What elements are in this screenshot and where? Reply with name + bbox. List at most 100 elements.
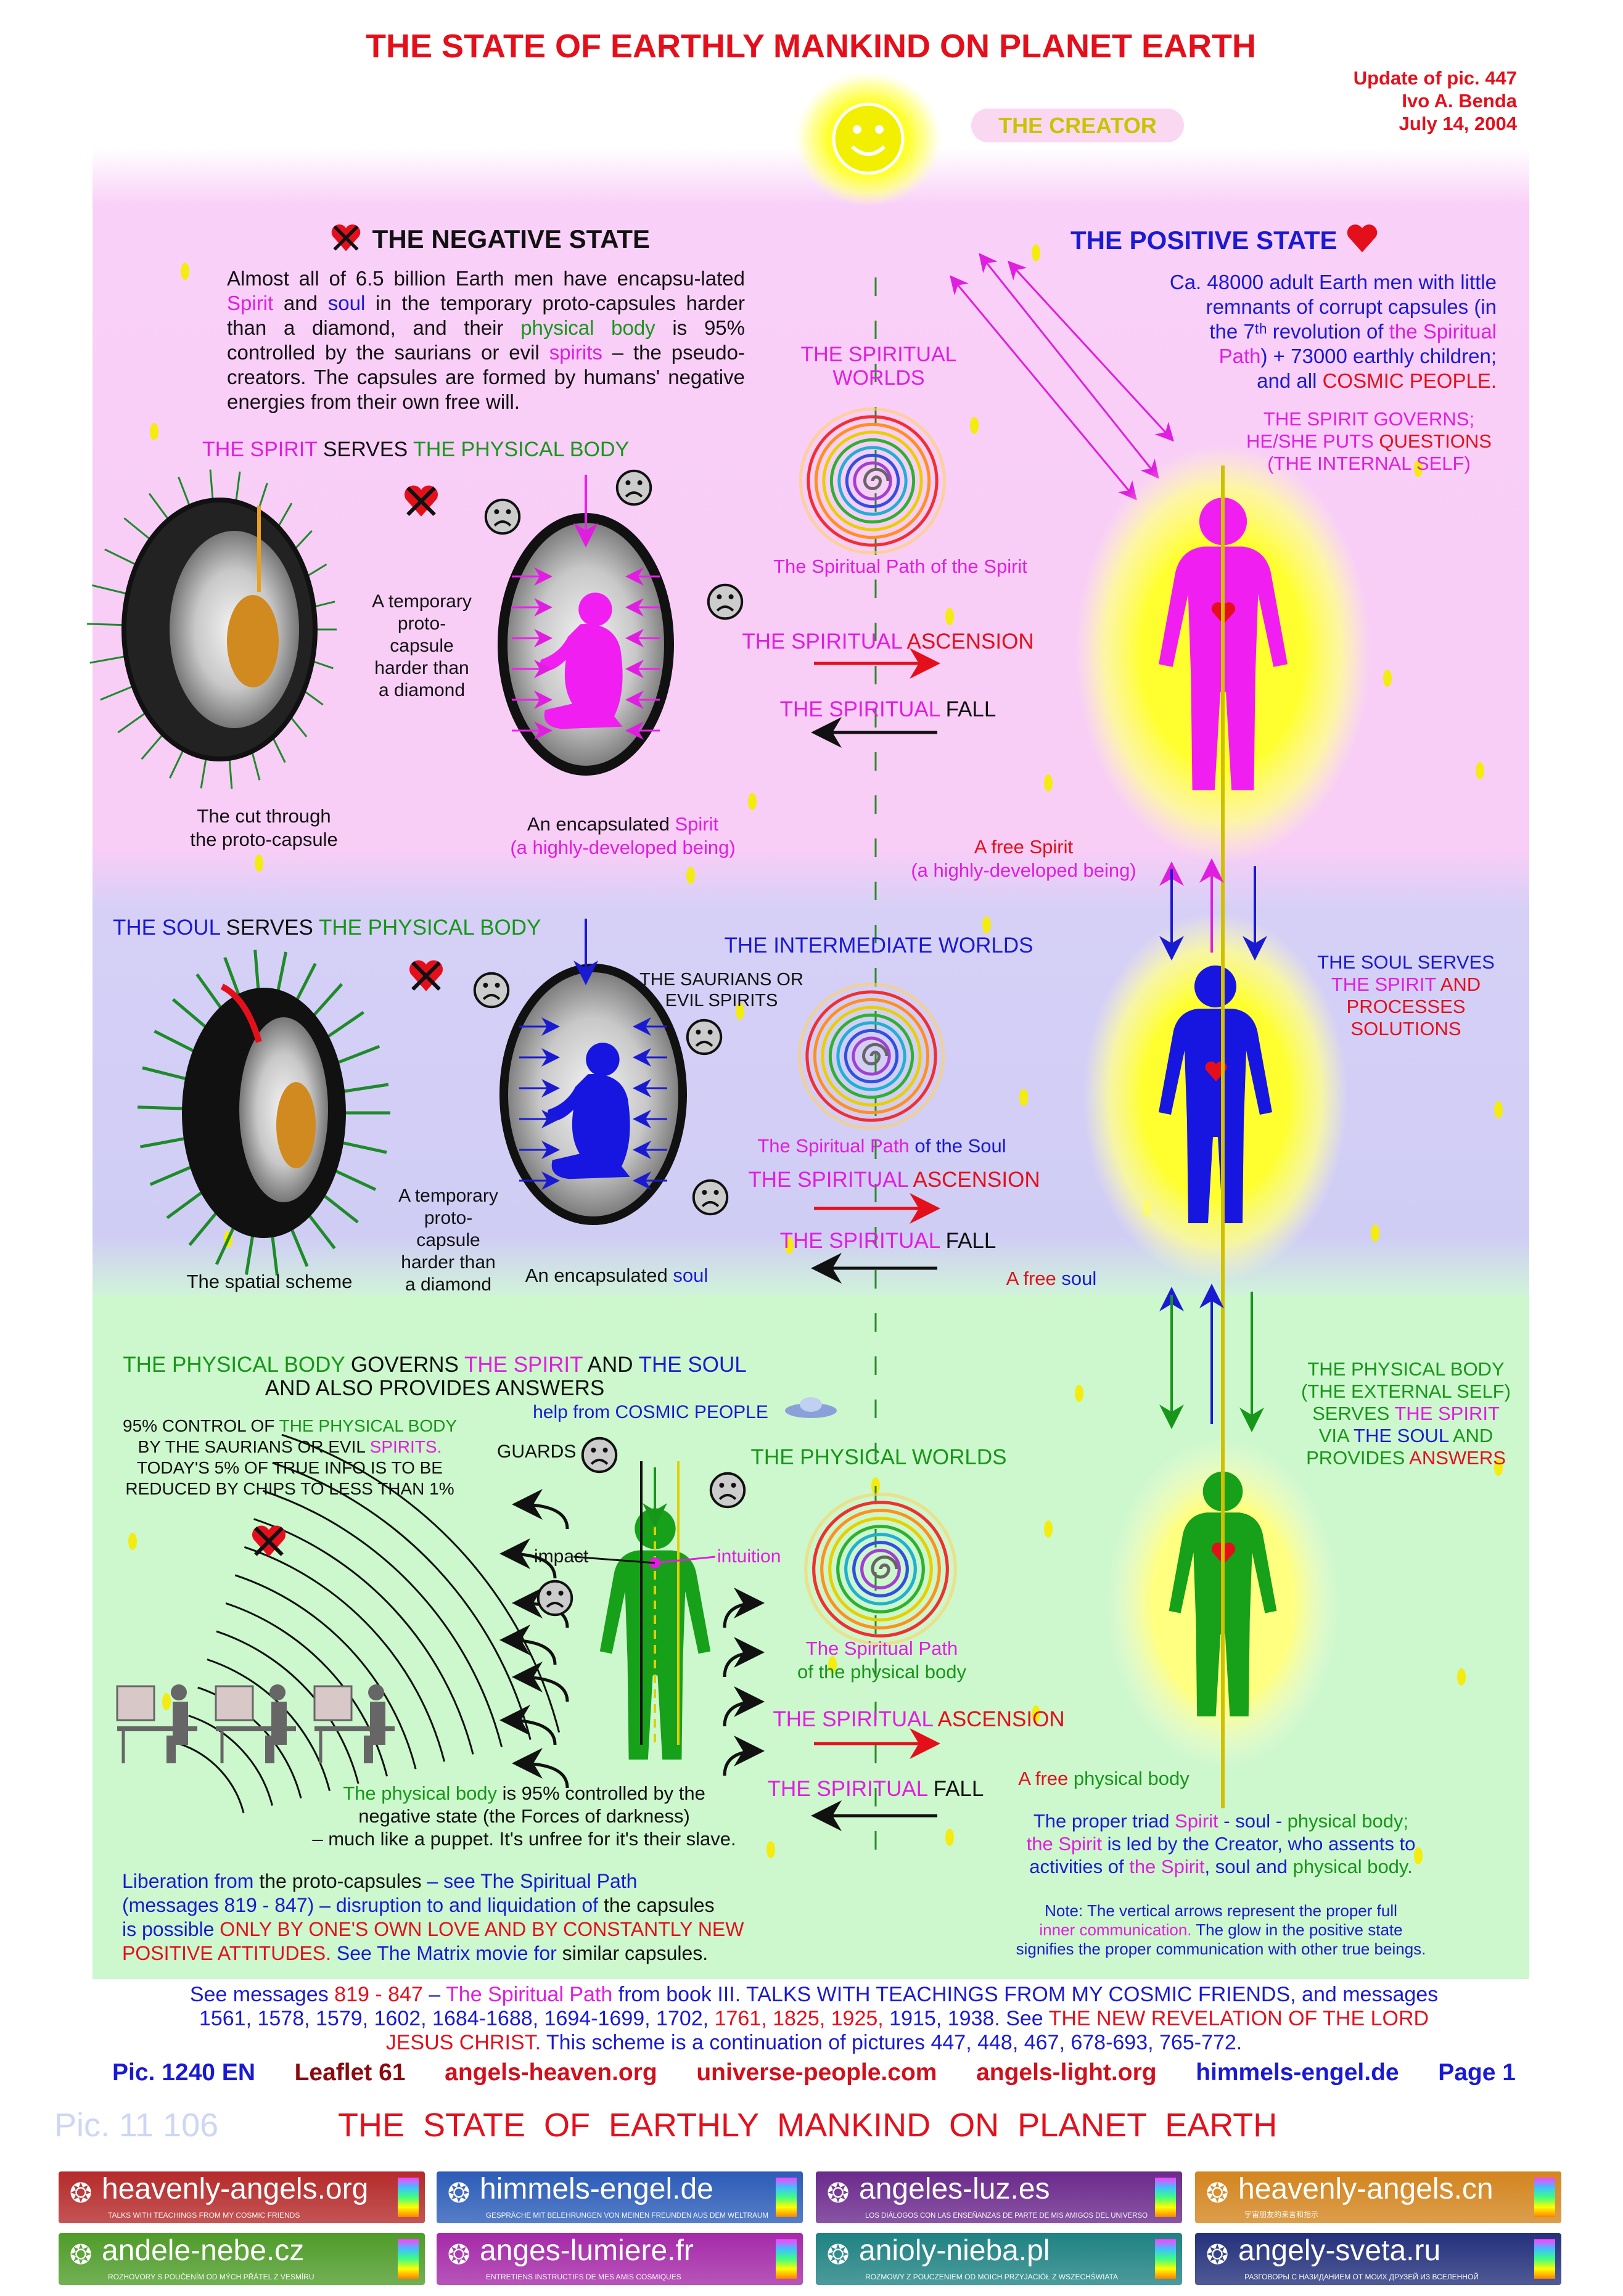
text-segment: Note: The vertical arrows represent the … bbox=[1045, 1901, 1397, 1920]
text-segment: THE PHYSICAL BODY bbox=[413, 438, 630, 461]
deflected-arrow-right bbox=[723, 1588, 765, 1628]
spike bbox=[188, 1209, 220, 1246]
text-segment: ASCENSION bbox=[906, 629, 1034, 654]
path-of-soul-label: The Spiritual Path of the Soul bbox=[709, 1134, 1054, 1158]
creator-sun-icon bbox=[794, 71, 942, 207]
spike bbox=[215, 1223, 237, 1265]
deflected-arrow-right bbox=[723, 1686, 765, 1727]
spike bbox=[149, 1164, 195, 1186]
text-segment: of the Soul bbox=[909, 1135, 1006, 1157]
crossed-heart-icon bbox=[252, 1526, 286, 1557]
deflected-arrow-right bbox=[723, 1736, 765, 1776]
text-segment: GOVERNS bbox=[345, 1353, 464, 1377]
text-segment: THE NEW REVELATION OF THE LORD JESUS CHR… bbox=[385, 2007, 1429, 2054]
text-segment: THE SPIRIT bbox=[464, 1353, 583, 1377]
soul-serves-spirit-label: THE SOUL SERVES THE SPIRIT AND PROCESSES… bbox=[1283, 951, 1529, 1040]
angel-logo-icon: ❂ bbox=[826, 2178, 850, 2208]
fall-label: THE SPIRITUAL FALL bbox=[691, 1777, 1061, 1801]
text-segment: AND PROVIDES bbox=[1306, 1425, 1494, 1469]
signal-waves bbox=[178, 1433, 561, 1813]
signal-wave bbox=[207, 1658, 331, 1792]
angel-logo-icon: ❂ bbox=[447, 2240, 470, 2270]
monitor bbox=[313, 1685, 353, 1721]
liberation-paragraph: Liberation from the proto-capsules – see… bbox=[122, 1869, 837, 1966]
spike bbox=[305, 1212, 336, 1250]
yellow-drop bbox=[128, 1533, 137, 1550]
text-segment: is 95% controlled by the saurians or evi… bbox=[227, 316, 746, 364]
text-segment: ANSWERS bbox=[1409, 1447, 1506, 1469]
text-segment: 1761, 1825, 1925, bbox=[714, 2007, 884, 2030]
text-segment: THE SPIRITUAL bbox=[773, 1707, 938, 1731]
spike bbox=[89, 655, 129, 664]
text-segment: See messages bbox=[189, 1983, 335, 2006]
spike bbox=[276, 951, 288, 995]
spike bbox=[104, 548, 140, 567]
yellow-drop bbox=[828, 1656, 837, 1673]
deflected-arrows bbox=[499, 1489, 765, 1789]
yellow-drop bbox=[1032, 1705, 1040, 1723]
text-segment: The physical body bbox=[343, 1782, 498, 1804]
banner-subtitle: LOS DIÁLOGOS CON LAS ENSEÑANZAS DE PARTE… bbox=[865, 2211, 1148, 2220]
yellow-drop bbox=[1414, 1847, 1423, 1864]
spike bbox=[100, 684, 137, 701]
signal-wave bbox=[188, 1715, 273, 1806]
capsule-spikes bbox=[87, 469, 390, 1276]
controlled-body-label: The physical body is 95% controlled by t… bbox=[265, 1782, 783, 1850]
yellow-drop bbox=[686, 867, 695, 884]
monitor bbox=[215, 1685, 254, 1721]
yellow-drop bbox=[1371, 1224, 1379, 1242]
guards-label: GUARDS bbox=[497, 1441, 577, 1462]
text-segment: is 95% controlled by the negative state … bbox=[312, 1782, 736, 1850]
creator-label: THE CREATOR bbox=[971, 109, 1184, 142]
text-segment: COSMIC PEOPLE bbox=[615, 1402, 768, 1422]
text-segment: THE SOUL bbox=[1354, 1425, 1448, 1446]
text-segment: THE SPIRITUAL bbox=[779, 697, 946, 721]
text-segment: FALL bbox=[945, 1229, 996, 1253]
operator-head bbox=[269, 1684, 286, 1700]
rainbow-bar bbox=[776, 2239, 797, 2279]
text-segment: Ca. 48000 adult Earth men with little re… bbox=[1169, 271, 1497, 343]
sad-face-icon bbox=[473, 972, 510, 1009]
spike bbox=[339, 1083, 389, 1094]
link-angels-light[interactable]: angels-light.org bbox=[976, 2059, 1157, 2086]
link-angels-heaven[interactable]: angels-heaven.org bbox=[445, 2059, 657, 2086]
sad-face-icon bbox=[615, 469, 652, 506]
rainbow-bar bbox=[1155, 2178, 1176, 2217]
spike bbox=[154, 1030, 198, 1054]
yellow-drop bbox=[766, 1841, 775, 1858]
text-segment: Almost all of 6.5 billion Earth men have… bbox=[227, 267, 745, 290]
operator-body bbox=[364, 1702, 385, 1763]
impact-label: impact bbox=[534, 1546, 589, 1567]
bottom-title: THE STATE OF EARTHLY MANKIND ON PLANET E… bbox=[338, 2107, 1278, 2144]
desk bbox=[117, 1726, 197, 1731]
spike bbox=[270, 1232, 279, 1276]
text-segment: THE PHYSICAL BODY bbox=[123, 1353, 345, 1377]
text-segment: 95% CONTROL OF bbox=[123, 1416, 279, 1435]
link-universe-people[interactable]: universe-people.com bbox=[696, 2059, 937, 2086]
text-segment: This scheme is a continuation of picture… bbox=[541, 2031, 1243, 2054]
spiral-physical-icon bbox=[806, 1494, 956, 1644]
pic-number: Pic. 1240 EN bbox=[112, 2059, 255, 2086]
link-himmels-engel[interactable]: himmels-engel.de bbox=[1196, 2059, 1399, 2086]
text-segment: THE SPIRIT bbox=[1331, 974, 1436, 995]
text-segment: – the pseudo-creators. The capsules are … bbox=[227, 341, 745, 413]
spike bbox=[117, 710, 149, 734]
saurians-label: THE SAURIANS OR EVIL SPIRITS bbox=[639, 970, 803, 1011]
physical-governs-label: THE PHYSICAL BODY GOVERNS THE SPIRIT AND… bbox=[99, 1353, 771, 1401]
text-segment: ) + 73000 earthly children; and all bbox=[1257, 345, 1497, 392]
text-segment: FALL bbox=[933, 1777, 984, 1801]
text-segment: An encapsulated bbox=[527, 813, 675, 835]
communication-arrows bbox=[950, 253, 1175, 501]
fall-label: THE SPIRITUAL FALL bbox=[703, 698, 1073, 721]
banner-domain: andele-nebe.cz bbox=[102, 2234, 305, 2267]
spike bbox=[171, 998, 210, 1031]
text-segment: the Spirit bbox=[1026, 1833, 1102, 1855]
